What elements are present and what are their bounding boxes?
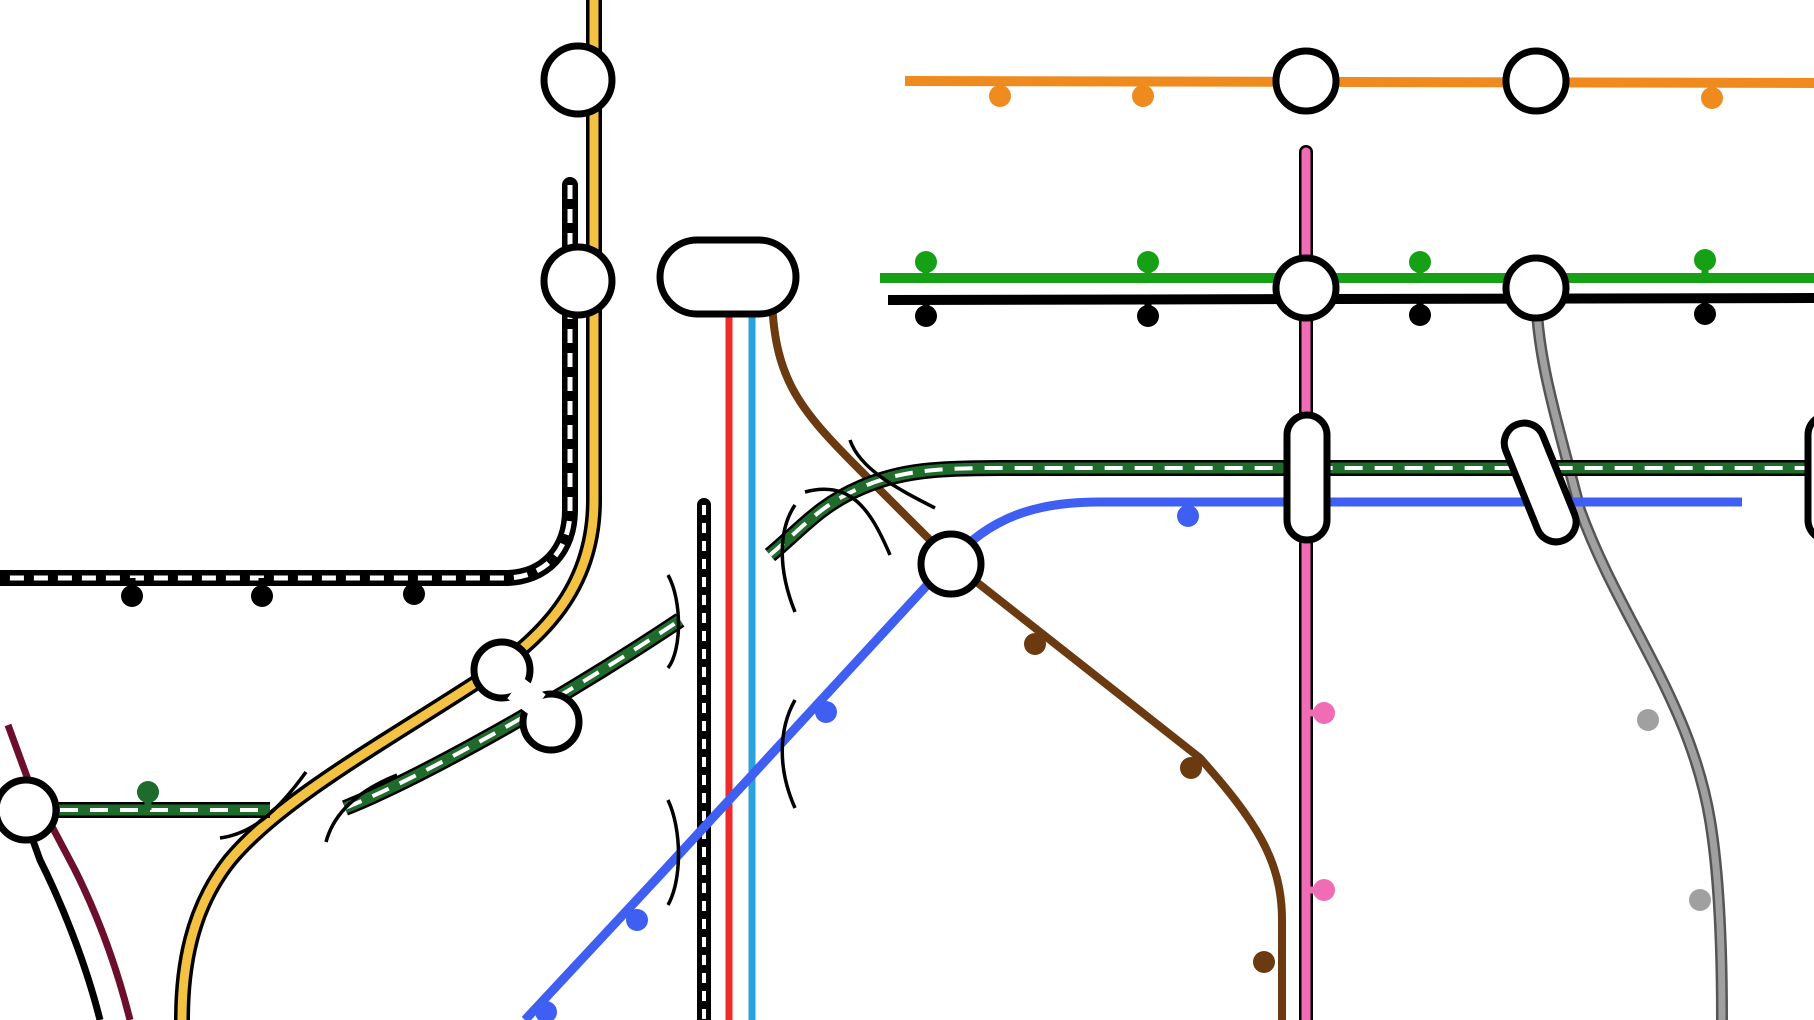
station-right-edge[interactable] xyxy=(1804,415,1814,540)
station-blue-brown[interactable] xyxy=(917,530,985,598)
black-lower-left-line xyxy=(18,808,104,1020)
station-top-yellow[interactable] xyxy=(540,42,616,118)
station-double-lower[interactable] xyxy=(519,690,583,754)
station-green-pink[interactable] xyxy=(1272,254,1340,322)
station-gray-darkgreen[interactable] xyxy=(1498,417,1582,548)
green-line xyxy=(880,249,1814,283)
station-orange-right[interactable] xyxy=(1502,47,1570,115)
station-hub-pill[interactable] xyxy=(656,236,800,318)
station-left-edge[interactable] xyxy=(0,776,60,844)
station-orange-pink[interactable] xyxy=(1272,47,1340,115)
maroon-line xyxy=(4,723,134,1020)
crossing-brackets xyxy=(219,439,936,906)
station-double-upper[interactable] xyxy=(470,638,534,702)
station-green-gray[interactable] xyxy=(1502,254,1570,322)
orange-line xyxy=(904,76,1814,109)
black-dashed-line xyxy=(0,177,578,607)
yellow-line xyxy=(174,0,602,1020)
station-markers[interactable] xyxy=(0,42,1814,844)
gray-line xyxy=(1530,287,1728,1020)
station-double-connector xyxy=(507,677,546,716)
black-line xyxy=(887,293,1814,327)
station-yellow-black-interchange[interactable] xyxy=(540,243,616,319)
station-pink-darkgreen[interactable] xyxy=(1283,411,1331,544)
brown-line xyxy=(768,299,1286,1020)
